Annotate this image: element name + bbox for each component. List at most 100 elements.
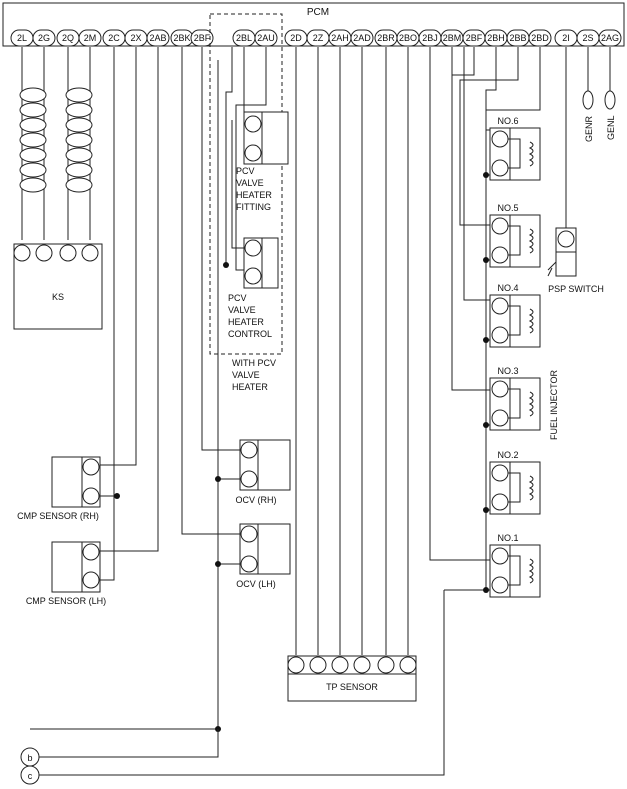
ocv-lh: OCV (LH) [236,523,291,589]
pcv-heater-control: PCV VALVE HEATER CONTROL [228,237,279,339]
with-pcv-3: HEATER [232,382,268,392]
ks-sensor: KS [13,243,103,330]
injector: NO.2 [489,450,541,515]
pcv-ctl-3: HEATER [228,317,264,327]
svg-text:HEATER: HEATER [228,317,264,327]
pcm-pin-label: 2I [562,33,570,43]
pcm-pin-label: 2AD [353,33,371,43]
pcm-pin: 2AB [146,29,170,47]
pcm-pin-label: 2BD [531,33,549,43]
pcm-pin-label: 2BK [173,33,190,43]
pcm-pin: 2BF [190,29,214,47]
twisted-pair [19,87,47,193]
pcm-pin: 2BB [506,29,530,47]
fuel-injector-label: FUEL INJECTOR [549,369,559,440]
svg-text:WITH PCV: WITH PCV [232,358,276,368]
svg-text:VALVE: VALVE [228,305,256,315]
with-pcv-1: WITH PCV [232,358,276,368]
svg-text:CONTROL: CONTROL [228,329,272,339]
wires [19,47,611,776]
cmp-sensor-rh: CMP SENSOR (RH) [17,456,101,521]
pcv-option-region [209,13,283,355]
injector-label: NO.1 [497,533,518,543]
injector: NO.6 [489,116,541,181]
pcv-ctl-1: PCV [228,293,247,303]
pcm-pin-label: 2S [582,33,593,43]
pcm-pin-label: 2G [38,33,50,43]
pcm-pin: 2BJ [418,29,442,47]
cmp-sensor-lh: CMP SENSOR (LH) [26,541,106,606]
genl-label: GENL [606,115,616,140]
twisted-pair [65,87,93,193]
injector: NO.1 [489,533,541,598]
pcm-pin-label: 2AG [601,33,619,43]
svg-text:PCV: PCV [228,293,247,303]
svg-text:VALVE: VALVE [232,370,260,380]
pcv-fit-1: PCV [236,166,255,176]
pcm-pin: 2X [124,29,148,47]
pcm-pin: 2AU [254,29,278,47]
fuel-injectors: NO.6NO.5NO.4NO.3NO.2NO.1 [489,116,541,598]
pcm-pin-label: 2BL [236,33,252,43]
pcm-pin-label: 2BR [377,33,395,43]
injector-label: NO.3 [497,366,518,376]
svg-text:VALVE: VALVE [236,178,264,188]
pcv-ctl-2: VALVE [228,305,256,315]
pcm-pin: 2I [554,29,578,47]
with-pcv-note: WITH PCV VALVE HEATER [232,358,276,392]
pcm-pin: 2BF [462,29,486,47]
pcm-pin: 2C [102,29,126,47]
pcm-pin-label: 2BF [194,33,211,43]
svg-text:HEATER: HEATER [232,382,268,392]
pcm-pin: 2G [32,29,56,47]
pcm-pin-label: 2M [84,33,97,43]
pcm-pin: 2L [10,29,34,47]
junction-dots [114,172,489,732]
pcm-pin-label: 2BO [399,33,417,43]
tp-sensor: TP SENSOR [287,655,417,702]
pcv-heater-fitting: PCV VALVE HEATER FITTING [236,111,289,212]
pcm-pin: 2BL [232,29,256,47]
injector-label: NO.5 [497,203,518,213]
pcm-pin: 2M [78,29,102,47]
pcv-ctl-4: CONTROL [228,329,272,339]
pcm-pin-label: 2BM [443,33,462,43]
pcm-pin: 2Q [56,29,80,47]
pcm-pin: 2AG [598,29,622,47]
injector-label: NO.6 [497,116,518,126]
injector-label: NO.2 [497,450,518,460]
pcm-pin-label: 2BB [509,33,526,43]
connector-c-label: c [28,771,33,781]
pcm-pin-label: 2X [130,33,141,43]
pcm-pin: 2AD [350,29,374,47]
pcm-pin: 2AH [328,29,352,47]
cmp-rh-label: CMP SENSOR (RH) [17,511,99,521]
pcm-pin-label: 2AB [149,33,166,43]
ocv-lh-label: OCV (LH) [236,579,276,589]
pcm-pin-label: 2BJ [422,33,438,43]
pcv-fit-4: FITTING [236,202,271,212]
with-pcv-2: VALVE [232,370,260,380]
pcm-pin-label: 2C [108,33,120,43]
pcm-pin-label: 2BF [466,33,483,43]
svg-text:FITTING: FITTING [236,202,271,212]
ocv-rh: OCV (RH) [236,439,291,505]
gen-leads: GENR GENL [582,90,616,142]
pcm-pin: 2BK [170,29,194,47]
pcm-pin-label: 2Q [62,33,74,43]
ocv-rh-label: OCV (RH) [236,495,277,505]
tp-sensor-label: TP SENSOR [326,682,378,692]
pcm-pin: 2Z [306,29,330,47]
svg-text:PCV: PCV [236,166,255,176]
pcv-fit-2: VALVE [236,178,264,188]
svg-text:HEATER: HEATER [236,190,272,200]
injector-label: NO.4 [497,283,518,293]
injector: NO.4 [489,283,541,348]
connector-b: b [20,729,219,767]
pcm-pin: 2BH [484,29,508,47]
ks-label: KS [52,292,64,302]
pcm-pin-label: 2D [290,33,302,43]
injector: NO.3 [489,366,541,431]
